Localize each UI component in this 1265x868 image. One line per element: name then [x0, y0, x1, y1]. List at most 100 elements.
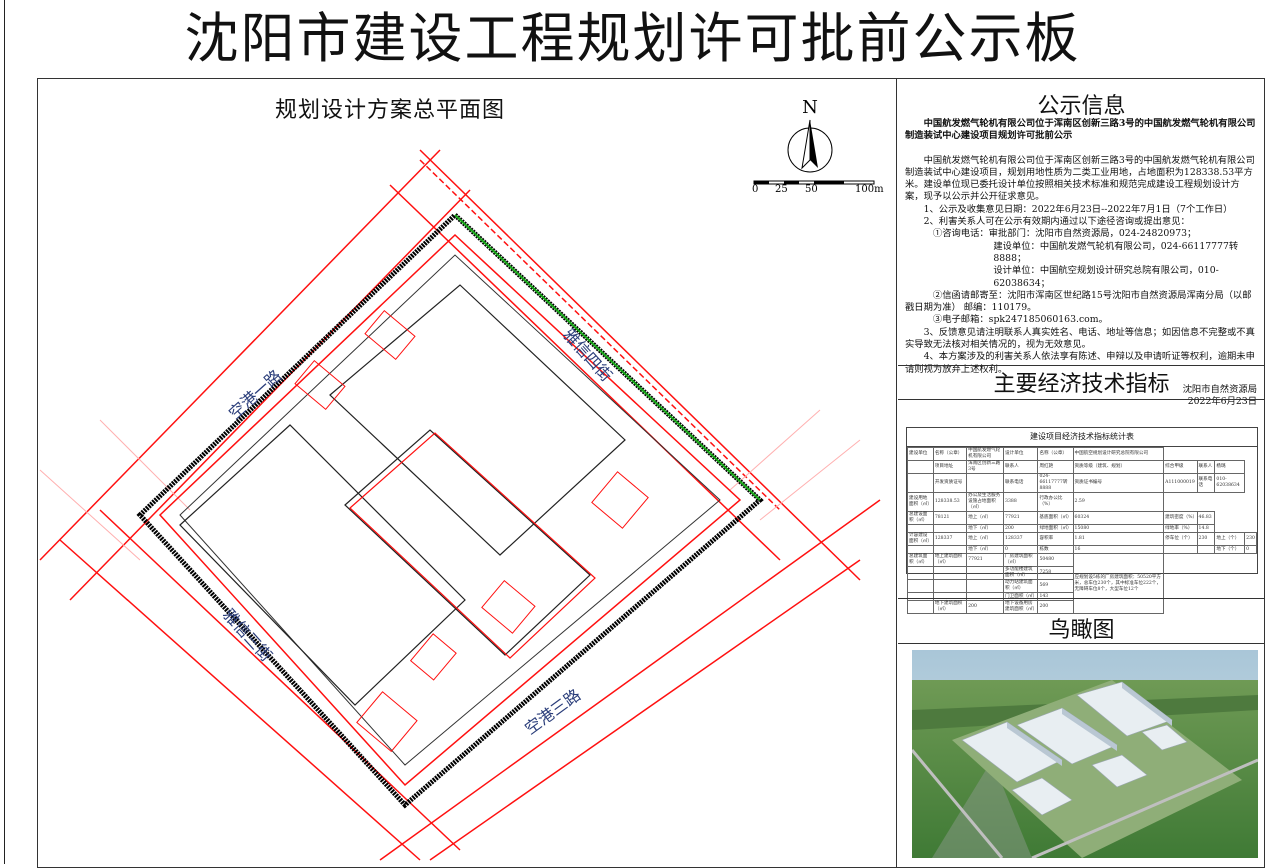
divider: [898, 643, 1265, 644]
table-cell: 200: [966, 600, 1005, 614]
table-cell: [907, 592, 934, 601]
table-cell: 地下（个）: [1214, 545, 1246, 554]
table-cell: 停车位（个）: [1163, 532, 1198, 546]
svg-text:25: 25: [775, 184, 788, 195]
auxiliary-buildings: [294, 309, 649, 753]
table-cell: 绿地率（%）: [1163, 524, 1198, 533]
table-cell: 总建设面积（㎡）: [907, 511, 934, 525]
table-cell: 地上（㎡）: [966, 511, 1005, 525]
table-cell: 地下建筑面积（㎡）: [932, 600, 968, 614]
table-cell: 15080: [1072, 524, 1165, 533]
table-cell: 50480: [1037, 553, 1074, 567]
notice-item-1: 1、公示及收集意见日期：2022年6月23日--2022年7月1日（7个工作日）: [923, 203, 1233, 215]
table-cell: 资质证书编号: [1072, 473, 1165, 493]
notice-item-3: 3、反馈意见请注明联系人真实姓名、电话、地址等信息；如因信息不完整或不真实导致无…: [905, 326, 1255, 351]
table-cell: 0: [1003, 545, 1039, 554]
north-arrow-icon: N: [787, 97, 833, 173]
table-cell: 中国航发燃气轮机有限公司: [966, 447, 1005, 461]
table-cell: 010-62038634: [1214, 473, 1246, 493]
table-cell: [966, 579, 1005, 593]
table-cell: 128337: [1003, 532, 1039, 546]
table-cell: 联系人: [1003, 460, 1039, 474]
table-cell: [907, 566, 934, 580]
svg-text:100m: 100m: [855, 184, 884, 195]
table-cell: [1196, 545, 1216, 554]
site-plan-title: 规划设计方案总平面图: [275, 98, 506, 123]
notice-date: 2022年6月23日: [1187, 396, 1257, 408]
table-cell: 浑南区创新三路3号: [966, 460, 1005, 474]
table-cell: 基底面积（㎡）: [1037, 511, 1074, 525]
table-cell: 建设用地面积（㎡）: [907, 492, 934, 512]
notice-phone-2: 建设单位：中国航发燃气轮机有限公司，024-66117777转8888；: [993, 240, 1239, 264]
table-cell: 128337: [932, 532, 968, 546]
divider: [898, 399, 1265, 400]
table-cell: [907, 545, 934, 554]
table-cell: 地下（㎡）: [966, 545, 1005, 554]
table-cell: 总建筑面积（㎡）: [907, 553, 934, 567]
table-cell: 46.83: [1196, 511, 1216, 525]
table-cell: 名称（公章）: [1037, 447, 1074, 461]
notice-phone-1: ①咨询电话：审批部门：沈阳市自然资源局，024-24820973；: [932, 228, 1197, 240]
table-cell: 栋数: [1037, 545, 1074, 554]
notice-text: 中国航发燃气轮机有限公司位于浑南区创新三路3号的中国航发燃气轮机有限公司制造装试…: [905, 118, 1257, 409]
table-cell: 开发资质证号: [932, 473, 968, 493]
page-title: 沈阳市建设工程规划许可批前公示板: [184, 7, 1081, 70]
table-cell: [932, 579, 968, 593]
svg-text:N: N: [802, 97, 818, 118]
table-cell: 联系电话: [1003, 473, 1039, 493]
table-cell: 0: [1244, 545, 1257, 554]
table-cell: 2.59: [1072, 492, 1165, 512]
svg-text:空港一路: 空港一路: [225, 366, 285, 423]
svg-text:50: 50: [805, 184, 818, 195]
notice-mail: ②信函请邮寄至：沈阳市浑南区世纪路15号沈阳市自然资源局浑南分局（以邮戳日期为准…: [905, 289, 1252, 314]
table-cell: 7258: [1037, 566, 1074, 580]
table-cell: [907, 460, 934, 474]
table-cell: 地下（㎡）: [966, 524, 1005, 533]
table-cell: [907, 473, 934, 493]
table-cell: 联系人: [1196, 460, 1216, 474]
table-cell: 60324: [1072, 511, 1165, 525]
table-cell: 多功能楼建筑面积（㎡）: [1003, 566, 1039, 580]
road-red-lines: [39, 149, 881, 861]
table-cell: 联系电话: [1196, 473, 1216, 493]
table-cell: 地上（㎡）: [966, 532, 1005, 546]
table-cell: [907, 579, 934, 593]
table-cell: 中国航空规划设计研究总院有限公司: [1072, 447, 1165, 461]
table-cell: 绿地面积（㎡）: [1037, 524, 1074, 533]
divider: [898, 365, 1265, 366]
table-cell: [932, 592, 968, 601]
table-cell: [966, 592, 1005, 601]
table-cell: 行政办公比（%）: [1037, 492, 1074, 512]
table-cell: 1.81: [1072, 532, 1165, 546]
table-cell: 77921: [1003, 511, 1039, 525]
site-boundary: [136, 211, 764, 809]
table-cell: 200: [1037, 600, 1074, 614]
notice-email: ③电子邮箱：spk247185060163.com。: [932, 314, 1108, 326]
table-cell: 78121: [932, 511, 968, 525]
table-cell: 地上（个）: [1214, 532, 1246, 546]
table-cell: 名称（公章）: [932, 447, 968, 461]
table-cell: 16: [1072, 545, 1165, 554]
table-cell: 14.8: [1196, 524, 1216, 533]
page-edge-line: [4, 0, 5, 864]
table-cell: 3388: [1003, 492, 1039, 512]
indicators-table: 建设项目经济技术指标统计表 建设单位名称（公章）中国航发燃气轮机有限公司设计单位…: [906, 427, 1258, 614]
notice-signer: 沈阳市自然资源局: [1182, 383, 1257, 395]
table-row: 动力站建筑面积（㎡）569: [907, 579, 1257, 593]
indicators-heading: 主要经济技术指标: [993, 372, 1170, 397]
notice-item-4: 4、本方案涉及的利害关系人依法享有陈述、申辩以及申请听证等权利，逾期未申请则视为…: [905, 351, 1255, 375]
table-cell: 230: [1244, 532, 1257, 546]
table-cell: 办公及生活服务设施占地面积（㎡）: [966, 492, 1005, 512]
table-cell: 024-66117777转8888: [1037, 473, 1074, 493]
table-cell: 周红艳: [1037, 460, 1074, 474]
notice-item-2: 2、利害关系人可在公示有效期内通过以下途径咨询或提出意见：: [923, 216, 1190, 228]
table-cell: 569: [1037, 579, 1074, 593]
table-note: 应规划设5栋的厂房建筑面积：50520平方米，总车位230个，其中标准车位222…: [1072, 553, 1165, 614]
table-cell: [966, 473, 1005, 493]
notice-heading: 公示信息: [1037, 94, 1126, 119]
